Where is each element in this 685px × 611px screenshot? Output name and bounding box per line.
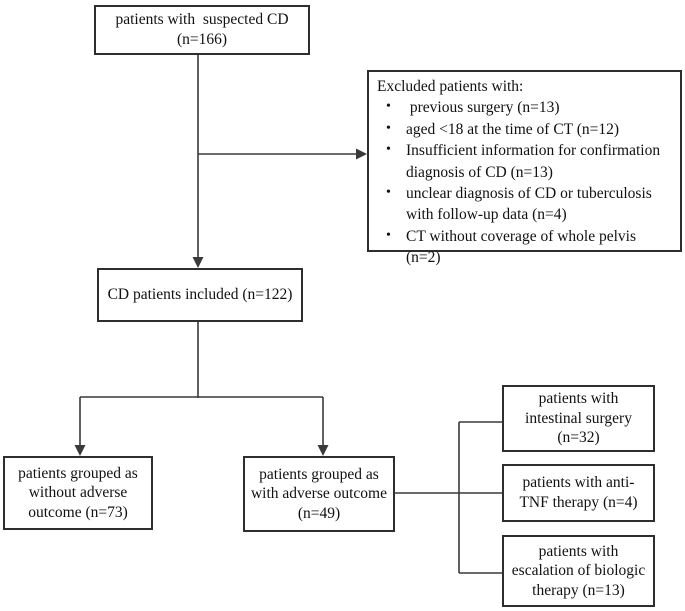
excluded-title: Excluded patients with: [377, 78, 524, 95]
bullet-icon: • [386, 99, 391, 115]
arrowhead-into-with [317, 445, 329, 456]
box-intestinal-surgery: patients with intestinal surgery (n=32) [502, 385, 655, 452]
box-suspected-patients: patients with suspected CD (n=166) [94, 5, 310, 55]
excluded-item: • unclear diagnosis of CD or tuberculosi… [377, 183, 674, 226]
excluded-item-text: aged <18 at the time of CT (n=12) [406, 120, 620, 138]
excluded-item: • aged <18 at the time of CT (n=12) [377, 119, 674, 140]
excluded-item: • CT without coverage of whole pelvis (n… [377, 226, 674, 269]
bullet-icon: • [386, 227, 391, 243]
box-excluded-patients: Excluded patients with: • previous surge… [367, 70, 682, 266]
arrowhead-into-excluded [356, 148, 367, 160]
excluded-item-text: previous surgery (n=13) [406, 99, 560, 117]
box-with-adverse-text: patients grouped as with adverse outcome… [250, 465, 387, 522]
box-without-adverse-text: patients grouped as without adverse outc… [18, 464, 138, 521]
bullet-icon: • [386, 184, 391, 200]
arrowhead-into-without [74, 445, 86, 456]
box-anti-tnf: patients with anti- TNF therapy (n=4) [502, 464, 655, 522]
box-intestinal-surgery-text: patients with intestinal surgery (n=32) [525, 390, 632, 447]
excluded-item-text: Insufficient information for confirmatio… [406, 142, 664, 181]
box-biologic-escalation-text: patients with escalation of biologic the… [511, 542, 646, 599]
excluded-list: • previous surgery (n=13) • aged <18 at … [377, 97, 674, 268]
box-biologic-escalation: patients with escalation of biologic the… [502, 535, 655, 607]
excluded-item: • Insufficient information for confirmat… [377, 140, 674, 183]
box-cd-included: CD patients included (n=122) [97, 268, 303, 322]
bullet-icon: • [386, 120, 391, 136]
box-suspected-text: patients with suspected CD (n=166) [115, 11, 289, 48]
box-cd-included-text: CD patients included (n=122) [107, 286, 293, 304]
excluded-item: • previous surgery (n=13) [377, 97, 674, 118]
excluded-item-text: unclear diagnosis of CD or tuberculosis … [406, 184, 656, 224]
box-anti-tnf-text: patients with anti- TNF therapy (n=4) [519, 474, 638, 511]
bullet-icon: • [386, 142, 391, 158]
box-without-adverse: patients grouped as without adverse outc… [3, 456, 153, 530]
box-with-adverse: patients grouped as with adverse outcome… [243, 456, 395, 532]
excluded-item-text: CT without coverage of whole pelvis (n=2… [406, 227, 640, 266]
arrowhead-into-included [192, 257, 204, 268]
